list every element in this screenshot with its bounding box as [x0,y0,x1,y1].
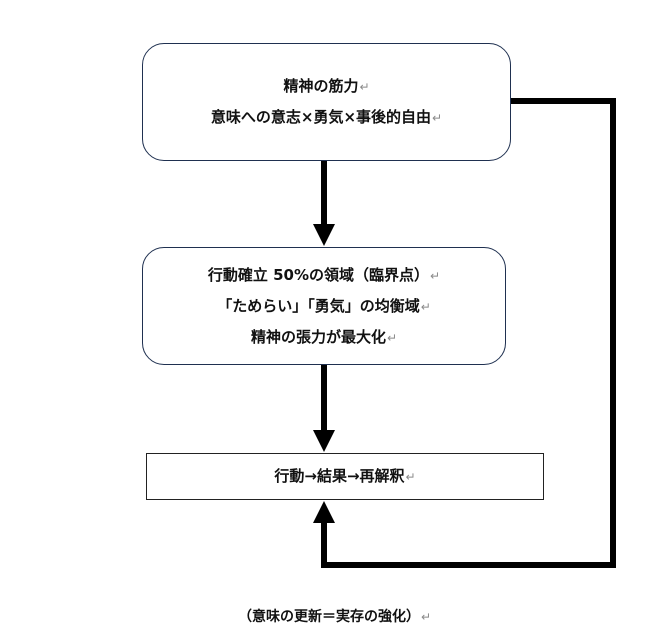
box1-line-1: 精神の筋力↵ [283,77,370,95]
box2-line-3: 精神の張力が最大化↵ [250,327,398,346]
box1-line-2: 意味への意志×勇気×事後的自由↵ [210,108,443,126]
box-mental-strength: 精神の筋力↵ 意味への意志×勇気×事後的自由↵ [142,43,511,161]
feedback-loop-line [321,98,616,568]
box-action-result: 行動→結果→再解釈↵ [146,453,544,500]
box2-line-2: 「ためらい」「勇気」の均衡域↵ [217,296,431,315]
arrowhead-box3-bottom [313,501,335,523]
box2-line-1: 行動確立 50%の領域（臨界点）↵ [207,265,441,284]
arrowhead-box3 [313,430,335,452]
caption: （意味の更新＝実存の強化）↵ [237,609,432,625]
box-critical-point: 行動確立 50%の領域（臨界点）↵ 「ためらい」「勇気」の均衡域↵ 精神の張力が… [142,247,506,365]
box3-line-1: 行動→結果→再解釈↵ [274,467,416,485]
arrowhead-box2 [313,224,335,246]
